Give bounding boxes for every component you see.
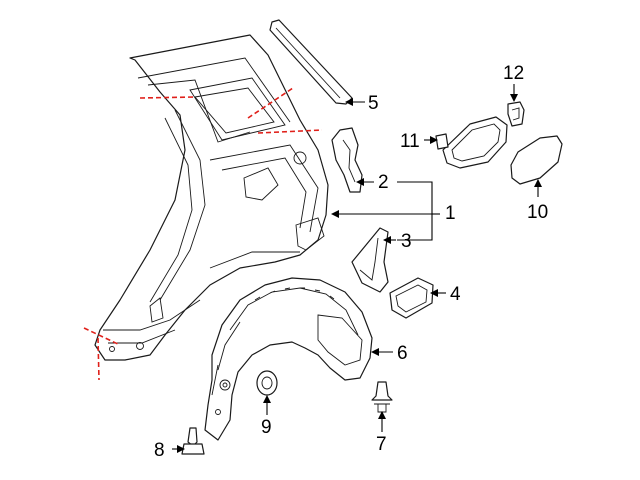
bolt-part8 bbox=[181, 427, 205, 455]
callout-6: 6 bbox=[397, 343, 408, 364]
callout-10: 10 bbox=[527, 202, 548, 223]
callout-2: 2 bbox=[378, 172, 389, 193]
callout-9: 9 bbox=[261, 417, 272, 438]
callout-11: 11 bbox=[400, 131, 420, 152]
filler-panel-part3 bbox=[351, 227, 389, 293]
clip-part12 bbox=[507, 101, 525, 127]
callout-7: 7 bbox=[376, 434, 387, 455]
callout-1: 1 bbox=[445, 203, 456, 224]
wheel-liner-part6 bbox=[204, 277, 373, 441]
bracket-part2 bbox=[331, 127, 363, 193]
fuel-door-ring-part11 bbox=[435, 116, 508, 169]
housing-part4 bbox=[389, 277, 434, 319]
callout-8: 8 bbox=[154, 440, 165, 461]
callout-4: 4 bbox=[450, 284, 461, 305]
callout-12: 12 bbox=[503, 63, 524, 84]
grommet-part9 bbox=[256, 370, 278, 396]
fuel-door-part10 bbox=[510, 135, 563, 185]
callout-5: 5 bbox=[368, 93, 379, 114]
cut-lines bbox=[83, 87, 323, 381]
callout-3: 3 bbox=[401, 231, 412, 252]
clip-part7 bbox=[371, 381, 393, 413]
leader-lines bbox=[172, 84, 542, 453]
callout-labels: 1 2 3 4 5 6 7 8 9 10 11 12 bbox=[154, 63, 548, 461]
